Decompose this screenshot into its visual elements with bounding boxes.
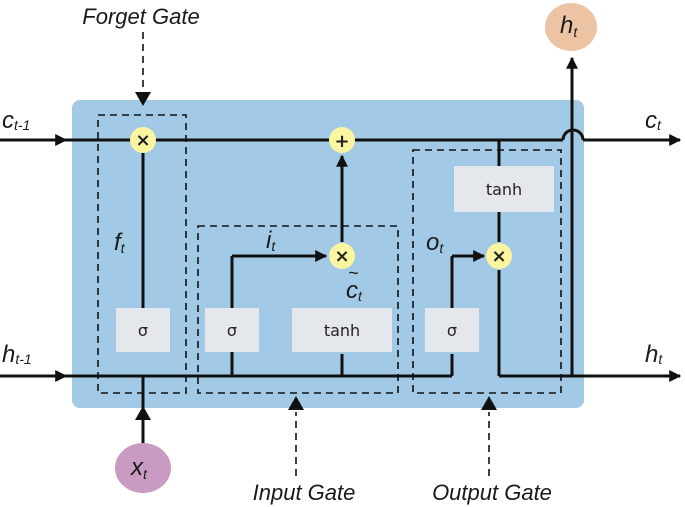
output-activation-base: o (426, 229, 439, 256)
candidate-base: c (346, 277, 358, 304)
x-input-node-label: xt (130, 454, 148, 482)
input-gate-region (197, 225, 399, 394)
input-multiply-symbol: × (334, 246, 349, 267)
output-gate-region (412, 149, 562, 394)
cell-add-circle (329, 127, 355, 153)
input-sigma-label: σ (227, 321, 237, 340)
input-gate-title: Input Gate (253, 480, 356, 505)
h-prev-sub: t-1 (15, 351, 31, 367)
output-tanh-box (454, 166, 554, 212)
candidate-sub: t (358, 288, 363, 304)
output-sigma-box (425, 308, 479, 352)
forget-sigma-box (116, 308, 170, 352)
cell-add-operator: + (329, 127, 355, 153)
candidate-label: ct (346, 277, 363, 304)
output-activation-label: ot (426, 229, 444, 256)
output-gate-title: Output Gate (432, 480, 552, 505)
forget-multiply-operator: × (130, 127, 156, 153)
h-out-label: ht (645, 341, 663, 368)
output-activation-sub: t (439, 240, 444, 256)
x-input-arrowhead (135, 406, 151, 420)
input-activation-label: it (266, 227, 276, 254)
h-output-node (545, 3, 597, 51)
c-out-base: c (645, 107, 657, 134)
h-out-sub: t (658, 351, 663, 367)
input-activation-base: i (266, 227, 272, 254)
input-tanh-label: tanh (324, 321, 360, 340)
input-multiply-circle (329, 243, 355, 269)
input-activation-sub: t (271, 238, 276, 254)
h-out-base: h (645, 341, 658, 368)
h-prev-base: h (2, 341, 15, 368)
h-prev-label: ht-1 (2, 341, 32, 368)
h-output-node-sub: t (573, 24, 578, 40)
c-prev-label: ct-1 (2, 107, 30, 134)
forget-activation-base: f (114, 229, 123, 256)
x-input-node (115, 443, 171, 493)
cell-add-symbol: + (334, 131, 349, 152)
forget-gate-leader-head (135, 92, 151, 106)
h-output-node-label: ht (560, 12, 578, 40)
forget-sigma-label: σ (138, 321, 148, 340)
input-multiply-operator: × (329, 243, 355, 269)
output-sigma-label: σ (447, 321, 457, 340)
forget-multiply-circle (130, 127, 156, 153)
candidate-tilde: ~ (348, 263, 359, 283)
c-out-label: ct (645, 107, 662, 134)
forget-activation-label: ft (114, 229, 126, 256)
input-sigma-box (205, 308, 259, 352)
c-prev-base: c (2, 107, 14, 134)
output-tanh-label: tanh (486, 180, 522, 199)
output-multiply-circle (486, 243, 512, 269)
input-gate-leader-head (288, 396, 304, 410)
c-prev-sub: t-1 (14, 117, 30, 133)
output-multiply-symbol: × (491, 246, 506, 267)
h-output-node-base: h (560, 12, 573, 39)
forget-activation-sub: t (121, 240, 126, 256)
output-multiply-operator: × (486, 243, 512, 269)
input-tanh-box (292, 308, 392, 352)
x-input-node-base: x (130, 454, 144, 481)
forget-gate-title: Forget Gate (82, 4, 199, 29)
forget-multiply-symbol: × (135, 130, 150, 151)
output-gate-leader-head (481, 396, 497, 410)
x-input-node-sub: t (143, 466, 148, 482)
c-out-sub: t (657, 117, 662, 133)
